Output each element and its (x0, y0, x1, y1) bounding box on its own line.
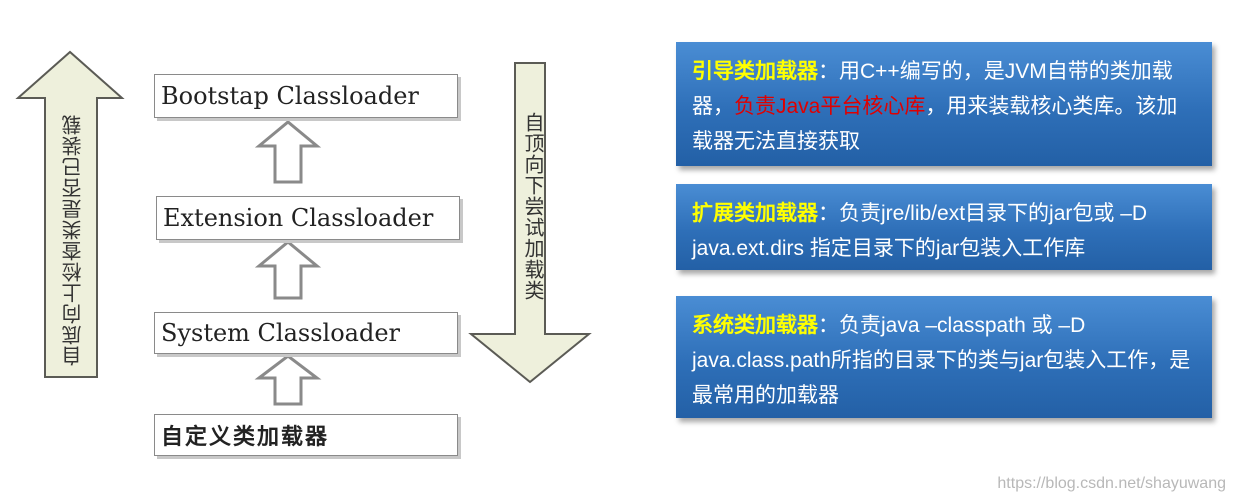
extension-classloader-box: Extension Classloader (156, 196, 460, 240)
extension-panel-sep: ： (818, 202, 839, 225)
bottom-up-check-label: 自底向上检查类是否已装载 (61, 114, 85, 366)
up-arrow-icon (15, 50, 125, 378)
extension-panel-text: 负责jre/lib/ext目录下的jar包或 –D java.ext.dirs … (692, 202, 1148, 260)
top-down-load-label: 自顶向下尝试加载类 (521, 112, 545, 301)
down-arrow-icon (468, 62, 592, 384)
system-panel-title: 系统类加载器 (692, 314, 818, 337)
diagram-graphics (15, 50, 592, 406)
small-up-arrow-icon (254, 240, 322, 300)
system-panel-sep: ： (818, 314, 839, 337)
system-panel-text: 负责java –classpath 或 –D java.class.path所指… (692, 314, 1191, 407)
bootstrap-panel-title: 引导类加载器 (692, 60, 818, 83)
bootstrap-panel-sep: ： (818, 60, 839, 83)
bootstrap-classloader-box: Bootstap Classloader (154, 74, 458, 118)
system-info-panel: 系统类加载器：负责java –classpath 或 –D java.class… (676, 296, 1212, 418)
watermark: https://blog.csdn.net/shayuwang (997, 475, 1226, 492)
bootstrap-panel-text2: ，用来装载核心类库。该加载器无法直接获取 (692, 95, 1178, 153)
extension-panel-title: 扩展类加载器 (692, 202, 818, 225)
custom-classloader-box: 自定义类加载器 (154, 414, 458, 456)
bootstrap-info-panel: 引导类加载器：用C++编写的，是JVM自带的类加载器，负责Java平台核心库，用… (676, 42, 1212, 166)
bootstrap-panel-highlight: 负责Java平台核心库 (734, 95, 926, 118)
bootstrap-panel-text1: 用C++编写的，是JVM自带的类加载器， (692, 60, 1173, 118)
small-up-arrow-icon (254, 354, 322, 406)
small-up-arrow-icon (254, 120, 322, 184)
extension-info-panel: 扩展类加载器：负责jre/lib/ext目录下的jar包或 –D java.ex… (676, 184, 1212, 270)
system-classloader-box: System Classloader (154, 312, 458, 354)
